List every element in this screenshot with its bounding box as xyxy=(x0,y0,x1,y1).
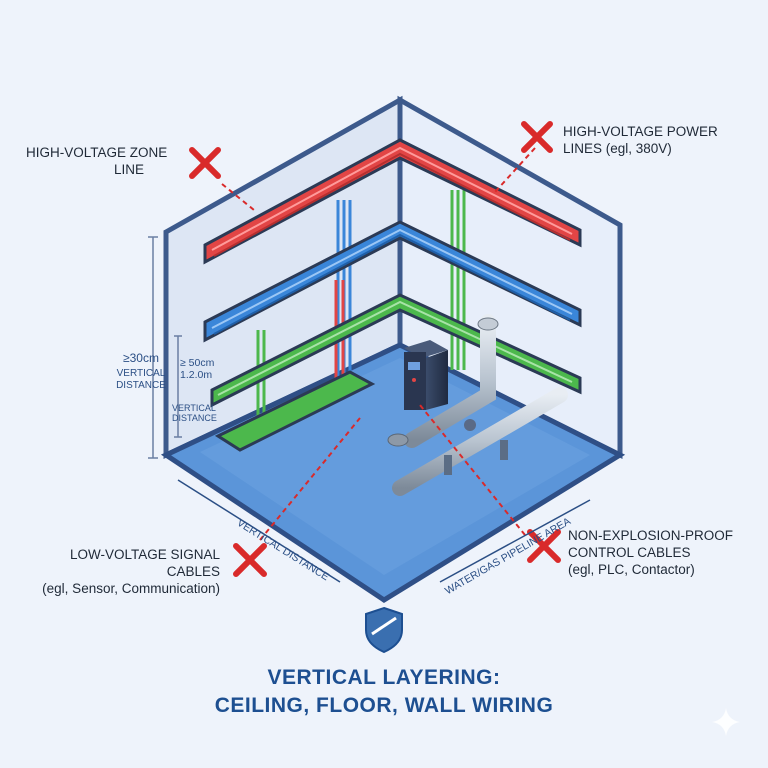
label-line: LINE xyxy=(114,162,145,177)
tray-tier-4 xyxy=(214,370,376,452)
inner-dimension-caption: VERTICAL DISTANCE xyxy=(172,403,217,423)
dimension-caption: VERTICAL DISTANCE xyxy=(116,368,166,391)
outer-dimension-label: ≥30cm VERTICAL DISTANCE xyxy=(100,352,182,392)
water-gas-pipes xyxy=(377,314,568,496)
dimension-caption: DISTANCE xyxy=(172,413,217,423)
control-cabinet xyxy=(404,340,448,410)
label-high-voltage-zone: HIGH-VOLTAGE ZONE LINE xyxy=(26,144,167,178)
floor-dimension-lines xyxy=(177,479,591,583)
tray-tier-3 xyxy=(210,293,582,408)
label-line: NON-EXPLOSION-PROOF xyxy=(568,528,734,543)
label-line: CONTROL CABLES xyxy=(568,545,691,560)
label-line: LINES (egl, 380V) xyxy=(563,141,672,156)
label-non-explosion-proof: NON-EXPLOSION-PROOF CONTROL CABLES (egl,… xyxy=(568,527,733,578)
dimension-value: ≥30cm xyxy=(123,351,159,365)
tray-tier-2 xyxy=(203,220,582,343)
label-line: LOW-VOLTAGE SIGNAL CABLES xyxy=(69,547,220,579)
prohibit-x-icon xyxy=(521,121,553,153)
label-line: (egl, PLC, Contactor) xyxy=(568,562,695,577)
page-subtitle: CEILING, FLOOR, WALL WIRING xyxy=(214,694,554,717)
label-line: HIGH-VOLTAGE POWER xyxy=(563,124,718,139)
prohibit-x-icon xyxy=(233,543,267,577)
tray-tier-1 xyxy=(203,138,582,265)
shield-icon xyxy=(365,606,403,654)
page-title: VERTICAL LAYERING: xyxy=(267,666,501,689)
sparkle-icon xyxy=(712,708,740,736)
prohibit-x-icon xyxy=(189,147,221,179)
label-high-voltage-power: HIGH-VOLTAGE POWER LINES (egl, 380V) xyxy=(563,123,718,157)
label-low-voltage-signal: LOW-VOLTAGE SIGNAL CABLES (egl, Sensor, … xyxy=(24,546,220,597)
prohibit-x-icon xyxy=(527,529,561,563)
dimension-caption: VERTICAL xyxy=(172,403,216,413)
dimension-value: ≥ 50cm xyxy=(180,357,215,369)
dimension-value: 1.2.0m xyxy=(180,369,213,381)
label-line: (egl, Sensor, Communication) xyxy=(42,581,220,596)
indicator-lines xyxy=(221,147,536,541)
dimension-bracket xyxy=(148,236,182,459)
label-line: HIGH-VOLTAGE ZONE xyxy=(26,145,168,160)
inner-dimension-label: ≥ 50cm 1.2.0m xyxy=(180,357,214,381)
